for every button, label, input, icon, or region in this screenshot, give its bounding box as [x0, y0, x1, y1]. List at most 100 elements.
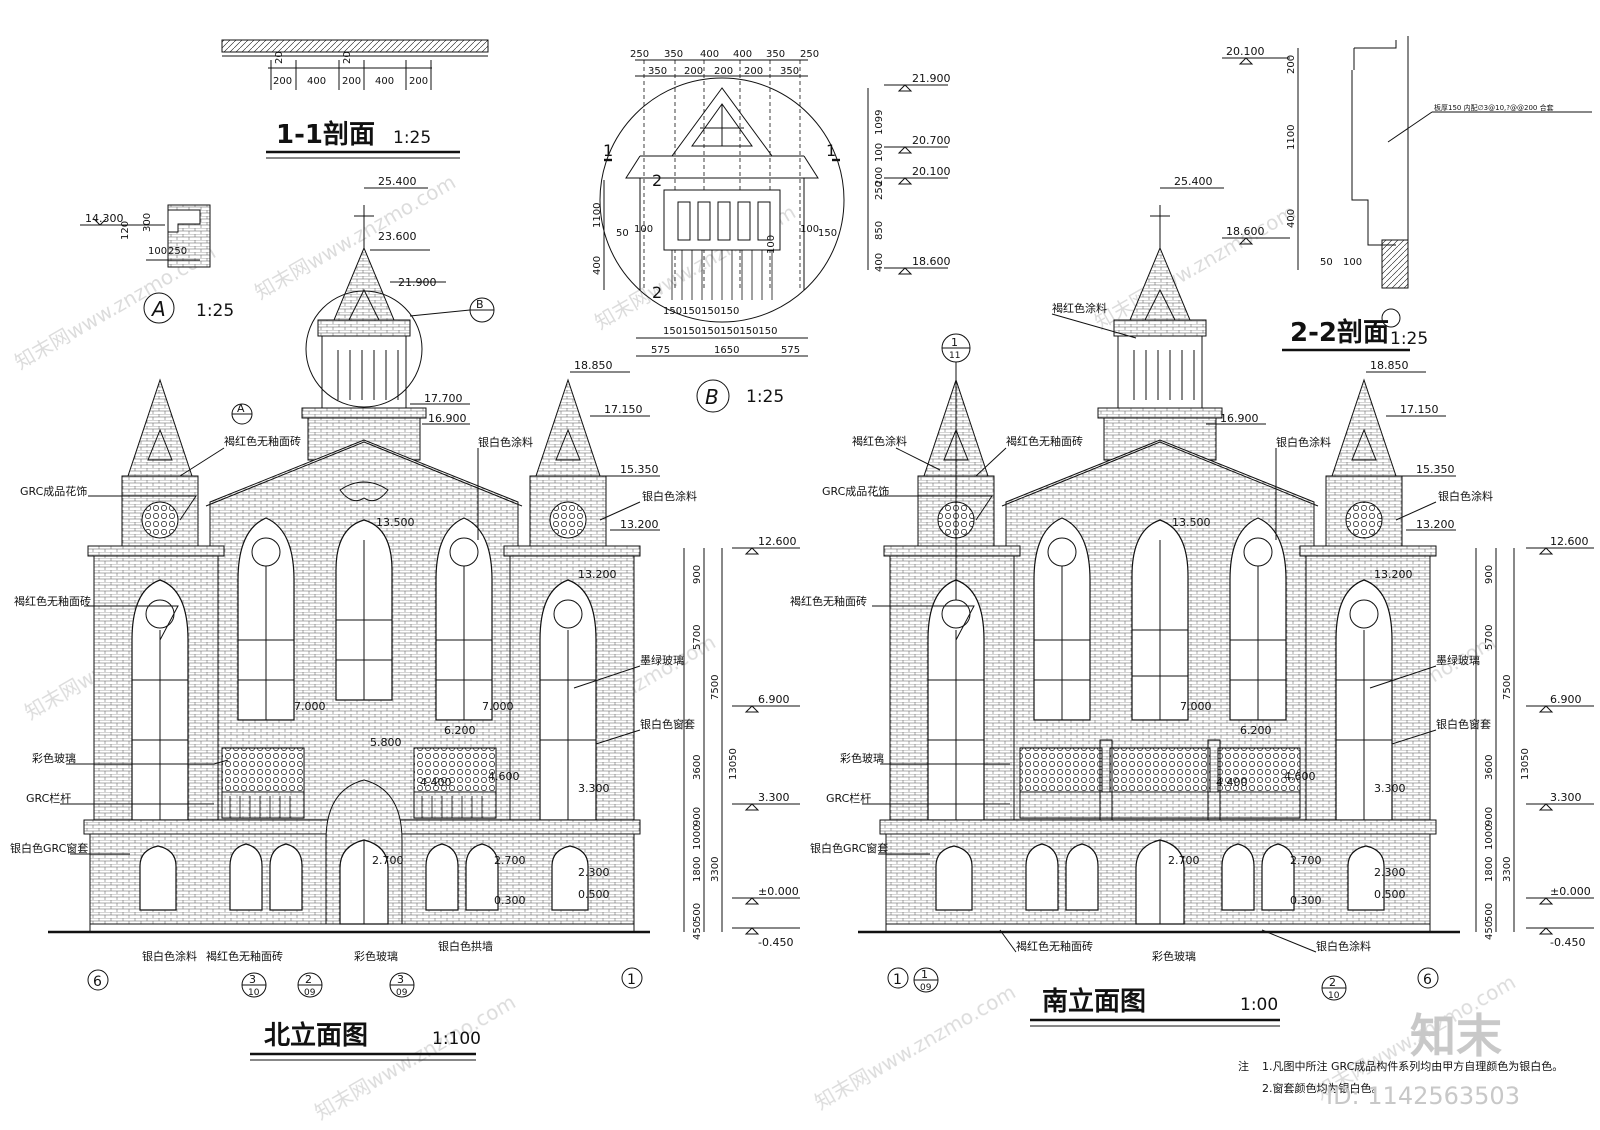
section-title: 2-2剖面 — [1290, 317, 1389, 348]
dim-label: 300 — [142, 213, 153, 232]
note-line: 1.凡图中所注 GRC成品构件系列均由甲方自理颜色为银白色。 — [1262, 1059, 1563, 1073]
elevation-label: 18.600 — [1226, 225, 1265, 238]
elevation-label: 16.900 — [1220, 412, 1259, 425]
dim-label: 13050 — [1520, 748, 1531, 780]
dim-label: 900 — [692, 565, 703, 584]
elevation-label: 18.600 — [912, 255, 951, 268]
dim-label: 3300 — [1502, 857, 1513, 882]
callout-top: 3 — [249, 973, 256, 986]
elevation-label: 4.600 — [1284, 770, 1316, 783]
dim-label: 100 — [634, 224, 653, 235]
material-label: 银白色涂料 — [1316, 939, 1371, 953]
south-elevation: 12.600 6.900 3.300 ±0.000 -0.450 900 570… — [790, 175, 1594, 1027]
material-label: 银白色涂料 — [1438, 489, 1493, 503]
material-label: 银白色涂料 — [478, 435, 533, 449]
elevation-label: 2.700 — [494, 854, 526, 867]
dim-label: 5700 — [1484, 625, 1495, 650]
material-label: 银白色窗套 — [1436, 717, 1491, 731]
dim-label: 575 — [651, 345, 670, 356]
dim-label: 350 — [664, 49, 683, 60]
dim-label: 1099 — [874, 110, 885, 135]
dim-label: 1000 — [692, 825, 703, 850]
dim-label: 1800 — [692, 857, 703, 882]
elevation-label: 13.500 — [1172, 516, 1211, 529]
elevation-label: 17.150 — [604, 403, 643, 416]
note-line: 2.窗套颜色均为银白色。 — [1262, 1081, 1383, 1095]
callout-top: A — [237, 402, 245, 415]
elevation-label: 23.600 — [378, 230, 417, 243]
callout-top: 1 — [951, 336, 958, 349]
dim-label: 400 — [733, 49, 752, 60]
elevation-label: 2.700 — [1168, 854, 1200, 867]
material-label: 彩色玻璃 — [354, 949, 398, 963]
elevation-label: 4.400 — [420, 776, 452, 789]
material-label: 彩色玻璃 — [1152, 949, 1196, 963]
dim-label: 200 — [684, 66, 703, 77]
elevation-scale: 1:00 — [1240, 995, 1278, 1015]
elevation-label: 6.900 — [758, 693, 790, 706]
elevation-label: 4.400 — [1216, 776, 1248, 789]
elevation-title: 北立面图 — [264, 1020, 368, 1051]
dim-label: 7500 — [710, 675, 721, 700]
dim-label: 5700 — [692, 625, 703, 650]
detail-symbol: B — [705, 385, 719, 409]
dim-label: 200 — [273, 76, 292, 87]
dim-label: 1000 — [1484, 825, 1495, 850]
dim-label: 450 — [692, 921, 703, 940]
material-label: 褐红色无釉面砖 — [790, 594, 867, 608]
dim-label: 1800 — [1484, 857, 1495, 882]
dim-label: 350 — [648, 66, 667, 77]
dim-label: 3600 — [692, 755, 703, 780]
elevation-label: 18.850 — [574, 359, 613, 372]
callout-top: 3 — [397, 973, 404, 986]
material-label: 彩色玻璃 — [32, 751, 76, 765]
cut-mark: 1 — [826, 141, 836, 160]
elevation-label: -0.450 — [758, 936, 793, 949]
dim-label: 150150150150150150 — [663, 326, 778, 337]
material-label: 褐红色无釉面砖 — [224, 434, 301, 448]
dim-label: 350 — [780, 66, 799, 77]
elevation-label: 0.300 — [494, 894, 526, 907]
elevation-label: 0.500 — [1374, 888, 1406, 901]
material-label: 褐红色无釉面砖 — [1006, 434, 1083, 448]
dim-label: 575 — [781, 345, 800, 356]
material-label: 褐红色涂料 — [852, 434, 907, 448]
callout-top: 2 — [305, 973, 312, 986]
elevation-scale: 1:100 — [432, 1029, 481, 1049]
section-title: 1-1剖面 — [276, 119, 375, 150]
dim-label: 100 — [800, 224, 819, 235]
elevation-label: 20.100 — [912, 165, 951, 178]
elevation-label: ±0.000 — [1550, 885, 1591, 898]
dim-label: 120 — [120, 221, 131, 240]
elevation-label: 13.500 — [376, 516, 415, 529]
dim-label: 400 — [307, 76, 326, 87]
material-label: 银白色涂料 — [642, 489, 697, 503]
elevation-label: 25.400 — [378, 175, 417, 188]
dim-label: 250 — [874, 181, 885, 200]
elevation-label: 21.900 — [912, 72, 951, 85]
material-label: 褐红色涂料 — [1052, 301, 1107, 315]
callout-bottom: 09 — [920, 983, 932, 993]
dim-label: 50 — [616, 228, 629, 239]
dim-label: 150 — [818, 228, 837, 239]
elevation-label: 7.000 — [1180, 700, 1212, 713]
dim-label: 400 — [375, 76, 394, 87]
section-scale: 1:25 — [393, 128, 431, 148]
material-label: 银白色GRC窗套 — [10, 841, 88, 855]
watermark-text: 知末网www.znzmo.com — [1091, 200, 1300, 335]
detail-a: 14.300 300 120 100 250 A 1:25 — [80, 204, 234, 324]
material-label: GRC栏杆 — [826, 791, 871, 805]
dim-label: 900 — [1484, 565, 1495, 584]
elevation-label: 4.600 — [488, 770, 520, 783]
watermark-logo: 知末 ID: 1142563503 — [1326, 1009, 1520, 1110]
callout-bottom: 10 — [248, 988, 260, 998]
material-label: GRC成品花饰 — [822, 484, 889, 498]
dim-label: 200 — [1286, 55, 1297, 74]
elevation-label: 7.000 — [482, 700, 514, 713]
elevation-label: 18.850 — [1370, 359, 1409, 372]
elevation-label: 14.300 — [85, 212, 124, 225]
dim-label: 450 — [1484, 921, 1495, 940]
section-scale: 1:25 — [1390, 329, 1428, 349]
elevation-label: 13.200 — [1416, 518, 1455, 531]
elevation-label: 7.000 — [294, 700, 326, 713]
